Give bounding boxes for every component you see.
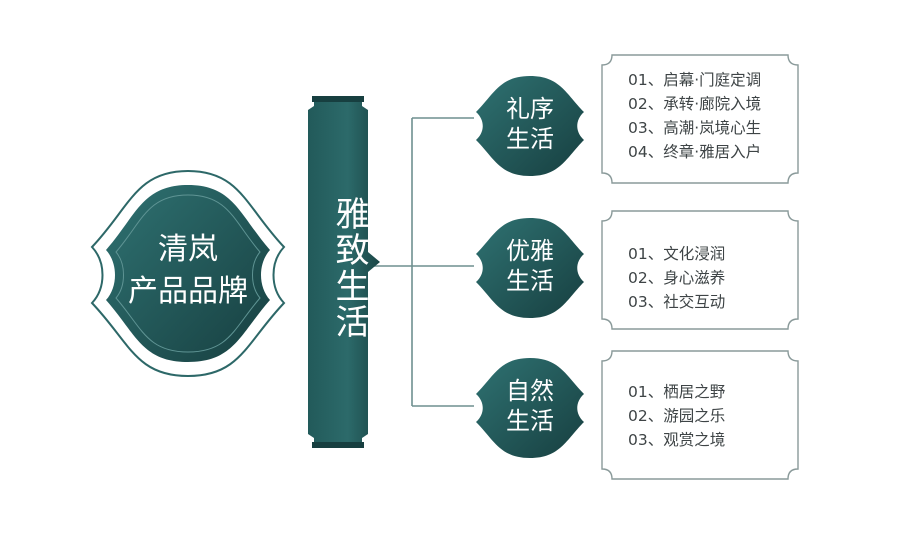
root-node-shape — [90, 169, 286, 378]
root-outline — [90, 169, 286, 378]
root-fill — [106, 185, 270, 362]
list-item: 01、文化浸润 — [628, 245, 726, 263]
root-title-line2: 产品品牌 — [128, 274, 248, 309]
item-panel-2 — [601, 210, 799, 330]
item-panel-1 — [601, 54, 799, 184]
banner-fill — [308, 98, 380, 446]
list-item: 02、承转·廊院入境 — [628, 95, 762, 113]
list-item: 03、观赏之境 — [628, 431, 726, 449]
banner-label: 雅致生活 — [329, 196, 369, 340]
branch-2-title-line1: 优雅 — [506, 237, 554, 265]
list-item: 02、身心滋养 — [628, 269, 726, 287]
branch-1-title-line2: 生活 — [506, 125, 554, 153]
branch-2-item-list: 01、文化浸润 02、身心滋养 03、社交互动 — [628, 242, 725, 314]
connector-lines — [374, 117, 474, 407]
banner-top-cap — [312, 96, 364, 102]
list-item: 03、社交互动 — [628, 293, 726, 311]
list-item: 01、栖居之野 — [628, 383, 726, 401]
root-inner-outline — [115, 194, 261, 353]
list-item: 01、启幕·门庭定调 — [628, 71, 762, 89]
list-item: 04、终章·雅居入户 — [628, 143, 762, 161]
branch-node-shape-2 — [476, 218, 584, 318]
branch-1-title-line1: 礼序 — [506, 95, 554, 123]
banner-bottom-cap — [312, 442, 364, 448]
branch-3-title-line1: 自然 — [506, 377, 554, 405]
branch-3-title-line2: 生活 — [506, 407, 554, 435]
branch-node-shape-3 — [476, 358, 584, 458]
item-panel-3 — [601, 350, 799, 480]
branch-node-shape-1 — [476, 76, 584, 176]
banner-shape — [308, 96, 380, 448]
branch-2-title-line2: 生活 — [506, 267, 554, 295]
branch-3-item-list: 01、栖居之野 02、游园之乐 03、观赏之境 — [628, 380, 725, 452]
item-panels — [601, 54, 799, 480]
list-item: 03、高潮·岚境心生 — [628, 119, 762, 137]
list-item: 02、游园之乐 — [628, 407, 726, 425]
branch-1-item-list: 01、启幕·门庭定调 02、承转·廊院入境 03、高潮·岚境心生 04、终章·雅… — [628, 68, 761, 164]
root-title-line1: 清岚 — [158, 232, 218, 267]
